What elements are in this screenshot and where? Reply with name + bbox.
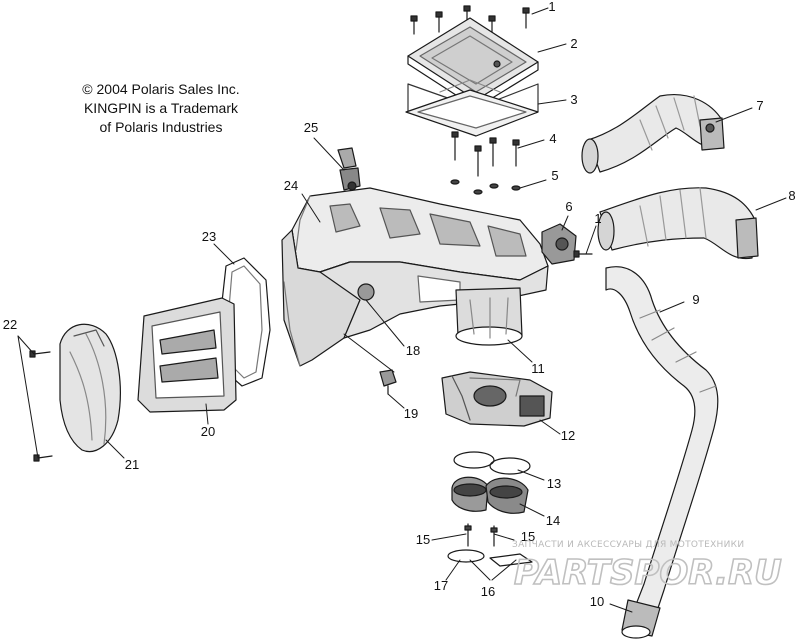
callout-24: 24 [283, 178, 299, 193]
washers [450, 179, 521, 195]
airbox-body [281, 187, 549, 367]
callout-19: 19 [403, 406, 419, 421]
intake-duct-8 [597, 187, 759, 260]
callout-12: 12 [560, 428, 576, 443]
small-screw [573, 250, 593, 258]
callout-1: 1 [548, 0, 556, 14]
gasket-plates [447, 549, 533, 567]
intake-boots [451, 476, 529, 514]
airbox-lid [407, 17, 539, 109]
studs [464, 523, 498, 547]
throttle-body [441, 371, 553, 427]
callout-18: 18 [405, 343, 421, 358]
cover-screws [29, 350, 53, 462]
callout-16: 16 [480, 584, 496, 599]
air-filter [137, 297, 237, 413]
boot-gaskets [453, 451, 531, 475]
callout-7: 7 [756, 98, 764, 113]
callout-14: 14 [545, 513, 561, 528]
copyright-notice: © 2004 Polaris Sales Inc. KINGPIN is a T… [66, 80, 256, 137]
callout-2: 2 [570, 36, 578, 51]
callout-15a: 15 [415, 532, 431, 547]
callout-10: 10 [589, 594, 605, 609]
copyright-line-3: of Polaris Industries [99, 119, 223, 135]
callout-17: 17 [433, 578, 449, 593]
callout-1b: 1 [594, 211, 602, 226]
callout-13: 13 [546, 476, 562, 491]
lid-gasket [405, 79, 539, 137]
copyright-line-1: © 2004 Polaris Sales Inc. [82, 81, 240, 97]
callout-9: 9 [692, 292, 700, 307]
callout-21: 21 [124, 457, 140, 472]
drain-19 [379, 369, 397, 395]
callout-20: 20 [200, 424, 216, 439]
watermark-logo-text: PARTSPOR.RU [514, 553, 782, 592]
callout-6: 6 [565, 199, 573, 214]
sensor-25 [337, 147, 361, 191]
callout-8: 8 [788, 188, 796, 203]
airbox-cover [59, 323, 121, 453]
top-screws [410, 5, 530, 39]
callout-15b: 15 [520, 529, 536, 544]
callout-22: 22 [2, 317, 18, 332]
callout-4: 4 [549, 131, 557, 146]
valve-6 [541, 223, 577, 265]
intake-duct-7 [581, 94, 725, 174]
watermark-logo: PARTSPOR.RU [513, 552, 782, 592]
callout-11: 11 [531, 361, 545, 376]
long-bolts [451, 131, 520, 177]
callout-23: 23 [201, 229, 217, 244]
leader-lines [17, 7, 787, 613]
callout-3: 3 [570, 92, 578, 107]
hose-end-10 [621, 599, 661, 639]
copyright-line-2: KINGPIN is a Trademark [83, 100, 239, 116]
callout-25: 25 [303, 120, 319, 135]
callout-5: 5 [551, 168, 559, 183]
watermark-tagline: ЗАПЧАСТИ И АКСЕССУАРЫ ДЛЯ МОТОТЕХНИКИ [512, 540, 745, 550]
